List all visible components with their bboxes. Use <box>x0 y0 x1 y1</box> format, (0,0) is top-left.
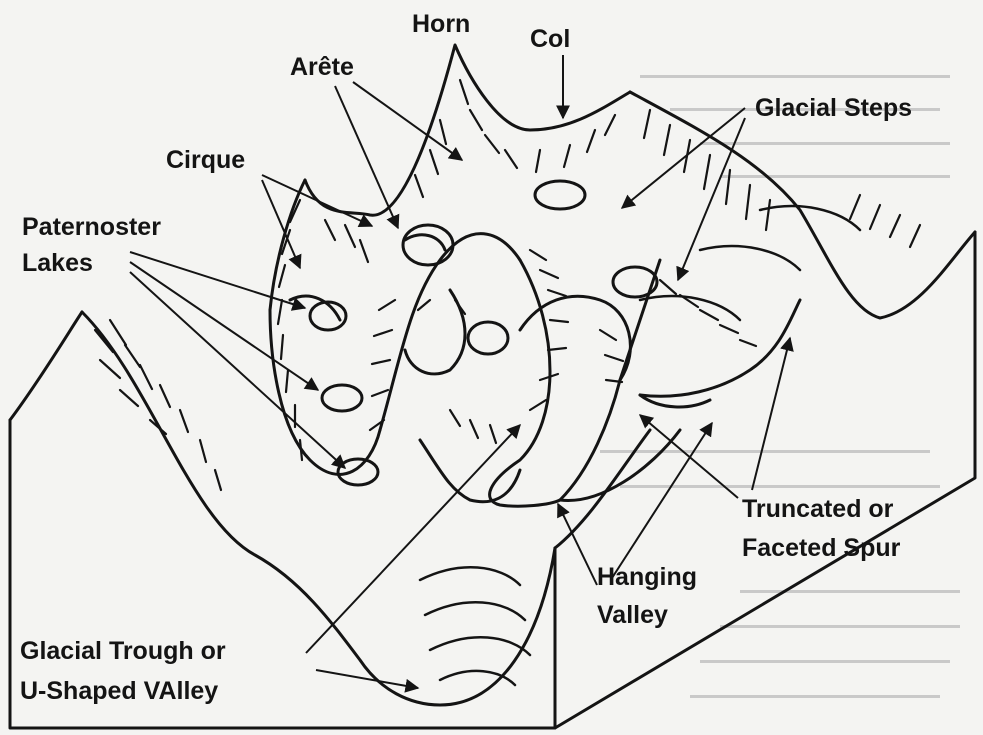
main-ridge <box>270 45 630 310</box>
label-paternoster-lakes-line2: Lakes <box>22 248 93 278</box>
label-hanging-valley-line2: Valley <box>597 600 668 630</box>
label-paternoster-lakes-line1: Paternoster <box>22 212 161 242</box>
label-glacial-steps: Glacial Steps <box>755 93 912 123</box>
side-valley-profile <box>555 92 975 548</box>
label-glacial-trough-line1: Glacial Trough or <box>20 636 226 666</box>
slope-hachures <box>95 80 920 490</box>
label-glacial-trough-line2: U-Shaped VAlley <box>20 676 218 706</box>
label-hanging-valley-line1: Hanging <box>597 562 697 592</box>
label-arete: Arête <box>290 52 354 82</box>
label-cirque: Cirque <box>166 145 245 175</box>
label-truncated-spur-line2: Faceted Spur <box>742 533 900 563</box>
label-col: Col <box>530 24 570 54</box>
valley-walls <box>270 234 800 507</box>
label-horn: Horn <box>412 9 470 39</box>
label-truncated-spur-line1: Truncated or <box>742 494 893 524</box>
